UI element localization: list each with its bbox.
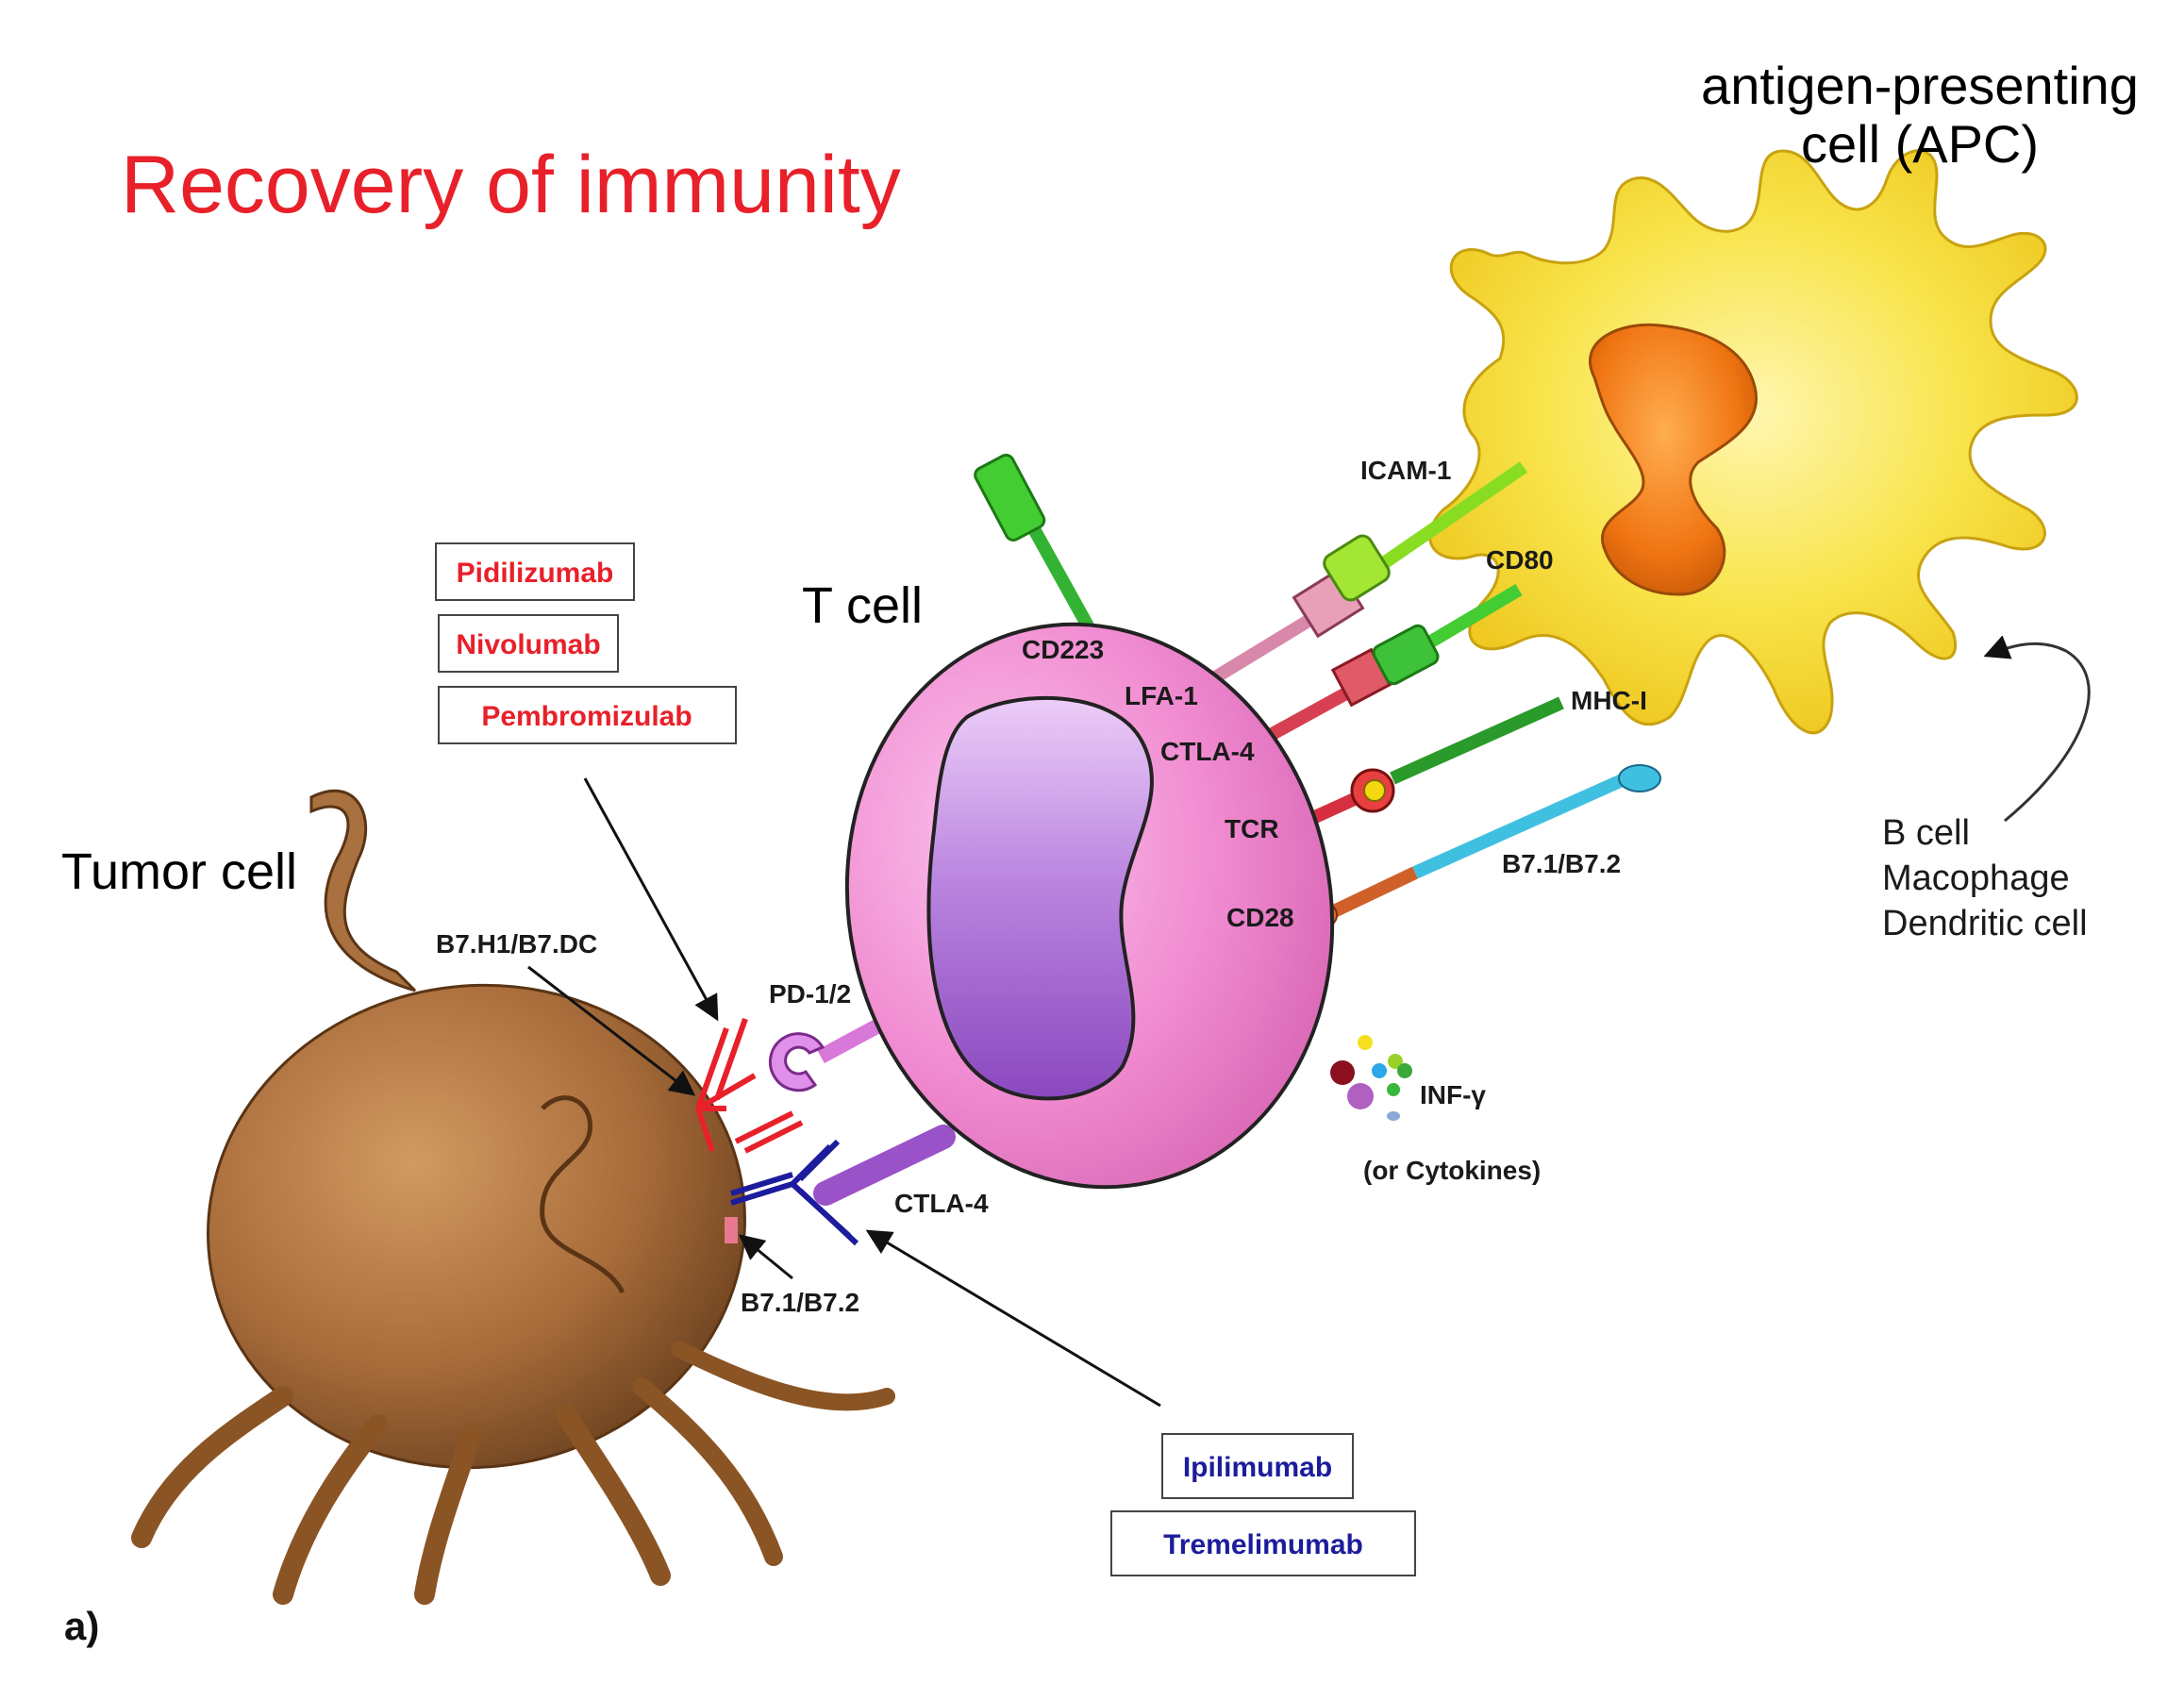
apc-nucleus: [1588, 323, 1758, 596]
drug-tremelimumab: Tremelimumab: [1163, 1529, 1363, 1560]
label-cd223: CD223: [1022, 635, 1104, 664]
apc-label-line2: cell (APC): [1801, 114, 2039, 174]
apc-type-dendritic: Dendritic cell: [1882, 904, 2088, 943]
drug-pidilizumab: Pidilizumab: [457, 558, 614, 589]
label-ctla4-tumor: CTLA-4: [894, 1189, 989, 1218]
apc-label-line1: antigen-presenting: [1701, 56, 2139, 115]
pd1-head: [768, 1032, 825, 1092]
drug-box-ipilimumab: Ipilimumab: [1161, 1433, 1354, 1499]
tumor-cell-label: Tumor cell: [61, 843, 297, 900]
apc-cell: [1428, 149, 2078, 735]
b71-apc-head: [1618, 764, 1661, 792]
label-cytokines: (or Cytokines): [1363, 1156, 1541, 1185]
tumor-tentacle-5: [632, 1377, 783, 1566]
apc-type-macrophage: Macophage: [1882, 859, 2070, 898]
cd80-stalk: [1411, 583, 1523, 658]
tumor-squiggle: [540, 1095, 625, 1294]
tumor-tentacle-6: [671, 1341, 895, 1411]
label-ctla4-t: CTLA-4: [1160, 737, 1255, 766]
icam1-stalk: [1369, 461, 1527, 576]
tumor-tentacle-2: [273, 1414, 388, 1605]
tumor-cell: [131, 789, 895, 1605]
cd80-head: [1372, 624, 1440, 686]
drug-ipilimumab: Ipilimumab: [1183, 1452, 1332, 1483]
cd223-head: [974, 453, 1046, 542]
drug-pembromizulab: Pembromizulab: [481, 701, 692, 732]
label-tcr: TCR: [1225, 814, 1279, 843]
label-inf-gamma: INF-γ: [1420, 1080, 1486, 1109]
panel-label: a): [64, 1604, 99, 1648]
label-icam1: ICAM-1: [1360, 456, 1451, 485]
icam1-head: [1323, 534, 1391, 602]
arrow-pd1-drugs: [583, 777, 719, 1022]
pd1-stalk: [817, 1016, 886, 1064]
arrow-ctla4-drugs: [865, 1229, 1161, 1408]
label-b7h1: B7.H1/B7.DC: [436, 929, 597, 959]
arrow-b7h1: [527, 965, 696, 1096]
mhc1-peptide: [1363, 779, 1386, 802]
antibody-blue: [730, 1139, 859, 1246]
b71-apc-stalk: [1412, 767, 1640, 879]
drug-nivolumab: Nivolumab: [456, 629, 600, 660]
tumor-tentacle-4: [556, 1405, 671, 1586]
t-cell-nucleus: [926, 695, 1154, 1101]
label-cd28: CD28: [1226, 903, 1294, 932]
tumor-tentacle-1: [131, 1386, 293, 1548]
drug-box-tremelimumab: Tremelimumab: [1110, 1510, 1416, 1576]
drug-box-pidilizumab: Pidilizumab: [435, 542, 635, 601]
drug-box-pembromizulab: Pembromizulab: [438, 686, 737, 744]
label-b71-tumor: B7.1/B7.2: [741, 1288, 859, 1317]
t-cell-label: T cell: [802, 577, 923, 634]
arrow-b71-tumor: [738, 1234, 793, 1280]
label-pd12: PD-1/2: [769, 979, 851, 1009]
tumor-tentacle-3: [414, 1424, 482, 1605]
lfa1-stalk: [1209, 608, 1325, 685]
label-lfa1: LFA-1: [1125, 681, 1198, 710]
t-cell: [844, 622, 1335, 1190]
drug-box-nivolumab: Nivolumab: [438, 614, 619, 673]
label-b71-apc: B7.1/B7.2: [1502, 849, 1621, 878]
tumor-b7-receptor: [725, 1217, 738, 1243]
tumor-tail: [309, 789, 417, 992]
mhc1-stalk: [1390, 696, 1564, 785]
label-mhc1: MHC-I: [1571, 686, 1647, 715]
arrow-apc-types: [1983, 635, 2091, 823]
antibody-red: [695, 1018, 804, 1154]
page-title: Recovery of immunity: [121, 140, 901, 230]
label-cd80: CD80: [1486, 545, 1554, 575]
cytokine-dots: [1330, 1035, 1412, 1121]
apc-type-b-cell: B cell: [1882, 813, 1970, 853]
apc-body: [1428, 149, 2078, 735]
ctla4-tumor-stalk: [813, 1125, 956, 1206]
